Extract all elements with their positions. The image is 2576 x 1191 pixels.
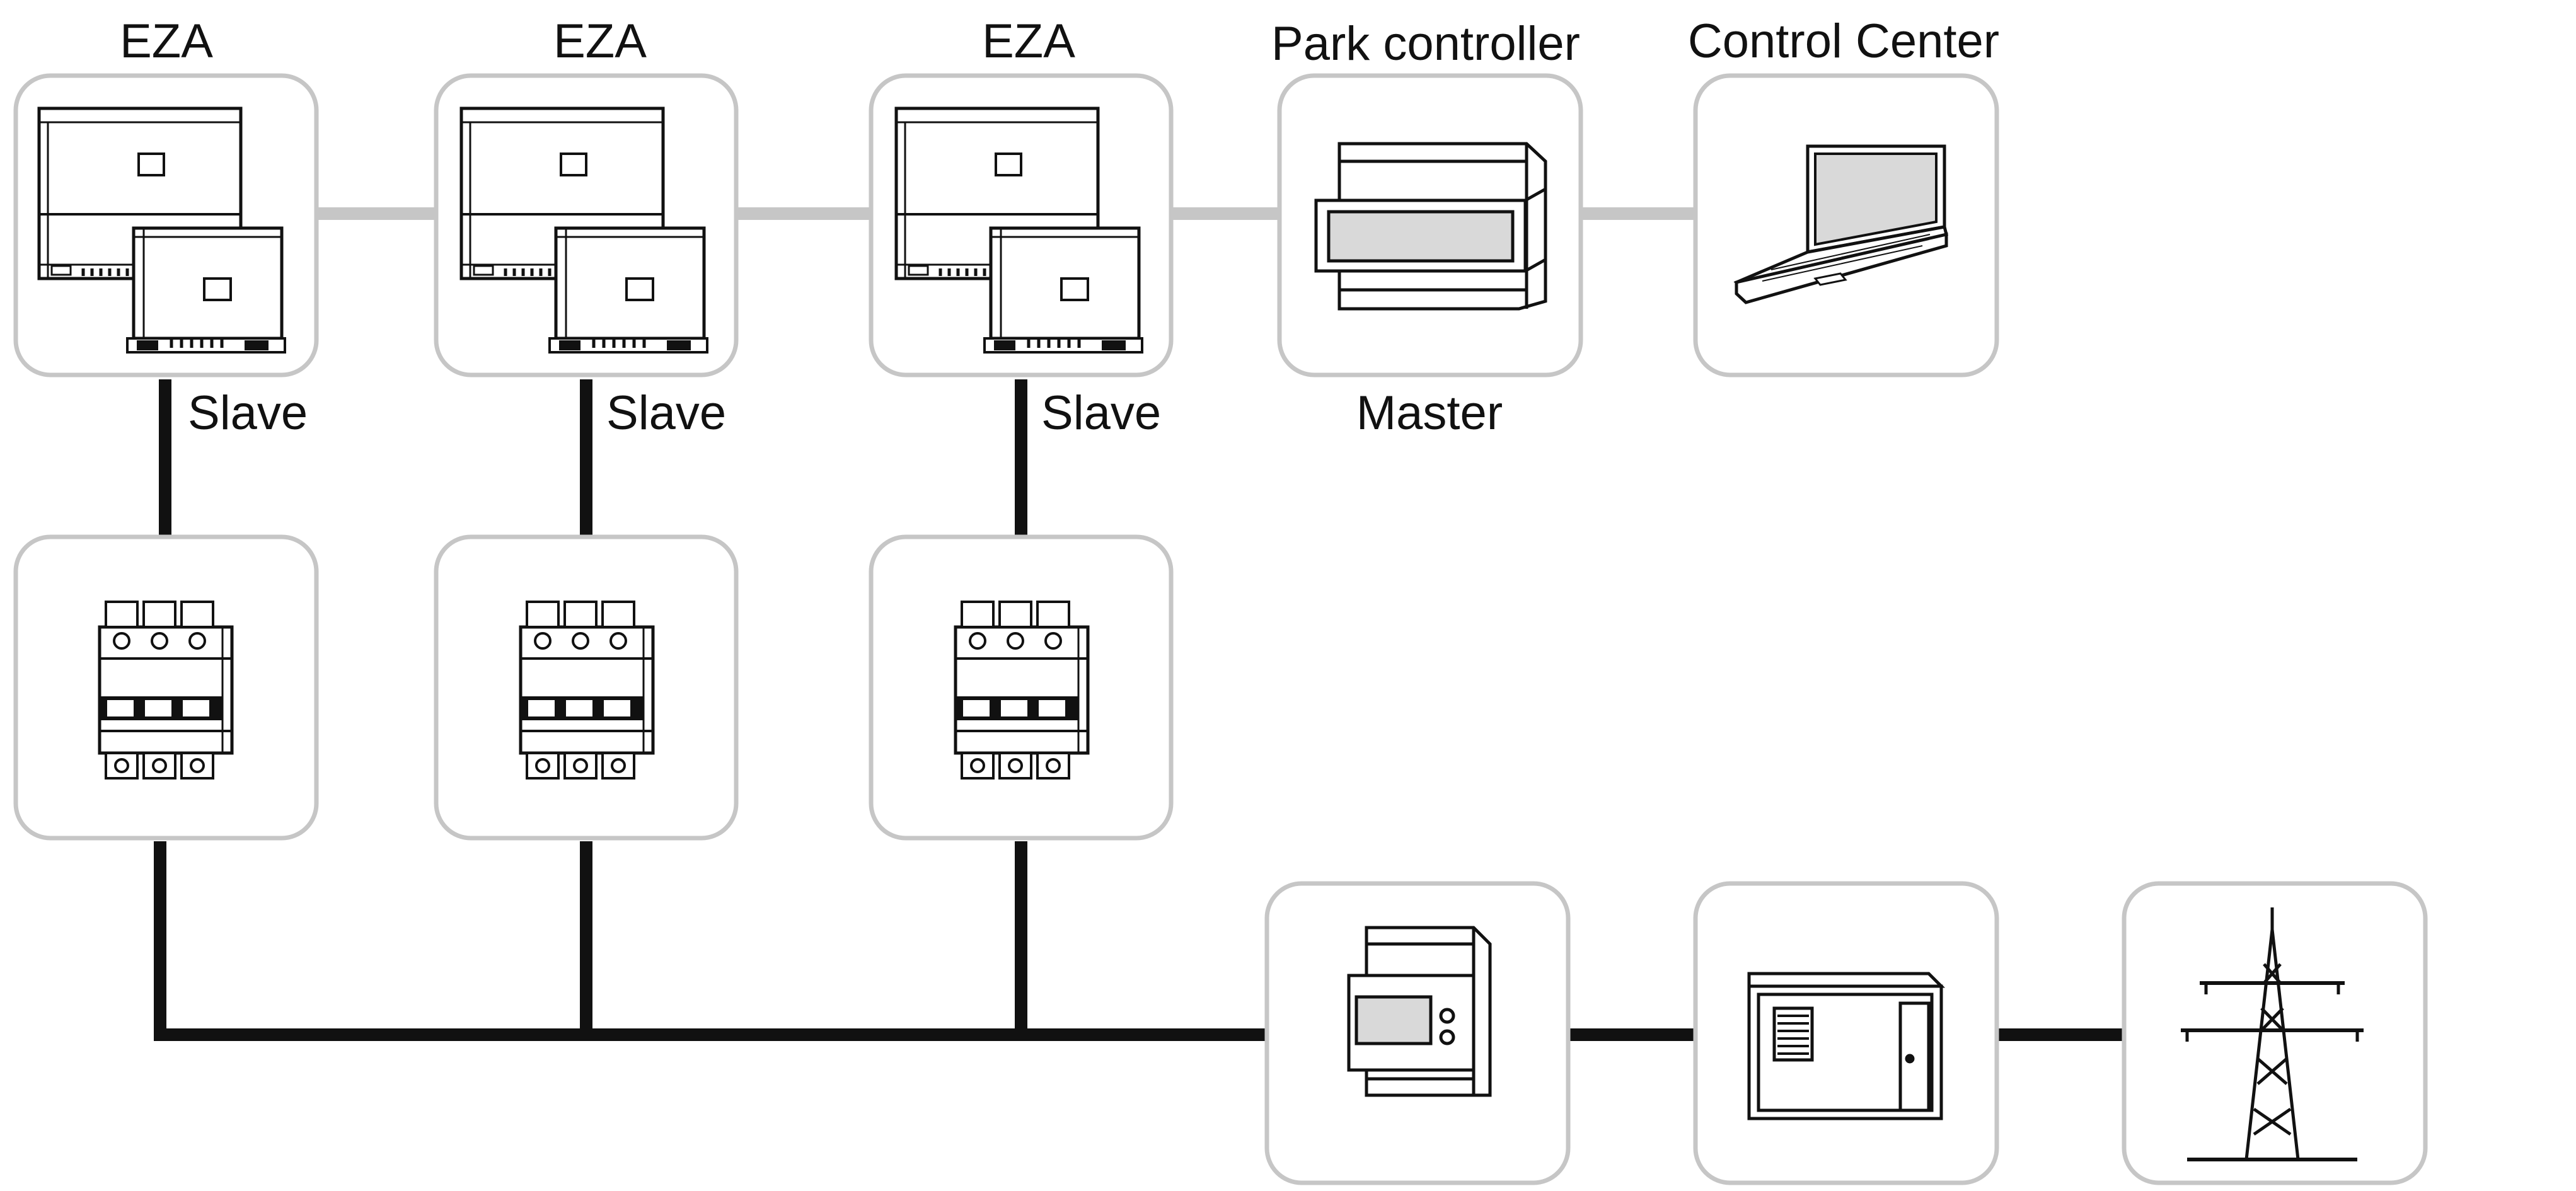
power-lines — [154, 379, 2124, 1041]
park-controller-icon — [1314, 142, 1547, 311]
circuit-breaker-icon — [521, 602, 653, 778]
slave-label-3: Slave — [1041, 386, 1162, 440]
power-line-breaker1-bus — [154, 841, 1267, 1041]
slave-label-2: Slave — [606, 386, 727, 440]
laptop-icon — [1733, 144, 1949, 304]
eza-label-1: EZA — [120, 14, 213, 68]
energy-meter-icon — [1347, 926, 1492, 1097]
control-center-label: Control Center — [1687, 14, 2000, 68]
power-pylon-icon — [2181, 907, 2364, 1161]
slave-label-1: Slave — [188, 386, 308, 440]
pylon-box — [2122, 881, 2428, 1185]
eza-label-2: EZA — [553, 14, 647, 68]
master-label: Master — [1356, 386, 1503, 440]
park-controller-label: Park controller — [1271, 17, 1580, 71]
transformer-station-icon — [1747, 972, 1946, 1120]
circuit-breaker-icon — [956, 602, 1088, 778]
circuit-breaker-icon — [100, 602, 232, 778]
eza-label-3: EZA — [982, 14, 1075, 68]
